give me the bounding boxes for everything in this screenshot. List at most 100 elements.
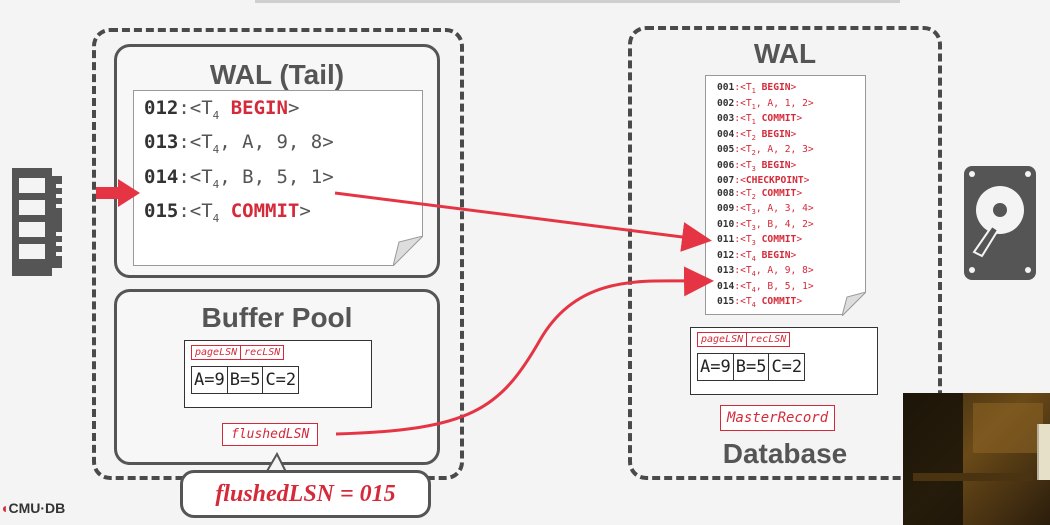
- page-fold: [392, 235, 425, 268]
- txn-id: 4: [751, 270, 756, 278]
- wal-line: 004:<T2 BEGIN>: [717, 129, 865, 145]
- commit-to-wal-arrow: [334, 191, 712, 252]
- lsn: 010: [717, 218, 735, 230]
- txn-id: 4: [212, 177, 220, 191]
- wal-line: 001:<T1 BEGIN>: [717, 82, 865, 98]
- record-keyword: BEGIN: [761, 159, 791, 171]
- lsn: 002: [717, 97, 735, 109]
- wal-tail-line: 015:<T4 COMMIT>: [144, 198, 422, 232]
- master-record-tag: MasterRecord: [720, 405, 836, 431]
- wal-line: 005:<T2, A, 2, 3>: [717, 144, 865, 160]
- record-open: :<T: [734, 203, 752, 215]
- buffer-pool-title: Buffer Pool: [201, 302, 353, 333]
- record-keyword: COMMIT: [761, 187, 797, 199]
- txn-id: 4: [212, 143, 220, 157]
- record-open: :<T: [178, 199, 213, 222]
- record-keyword: CHECKPOINT: [745, 175, 804, 186]
- record-keyword: BEGIN: [761, 82, 791, 93]
- db-page-record: pageLSN recLSN A=9 B=5 C=2: [690, 327, 878, 395]
- record-close: >: [299, 199, 311, 222]
- wal-tail-title: WAL (Tail): [209, 59, 345, 90]
- value-b: B=5: [227, 366, 264, 394]
- txn-id: 1: [751, 117, 756, 126]
- txn-id: 4: [212, 211, 220, 225]
- record-keyword: COMMIT: [761, 296, 797, 308]
- record-keyword: BEGIN: [761, 249, 791, 261]
- record-close: >: [790, 159, 797, 171]
- txn-id: 2: [751, 148, 756, 157]
- txn-id: 3: [751, 239, 756, 247]
- record-open: :<T: [178, 131, 213, 154]
- db-reclsn-label: recLSN: [747, 332, 791, 347]
- flushedlsn-to-wal-arrow: [335, 266, 714, 436]
- record-open: :<T: [734, 128, 752, 140]
- record-open: :<T: [734, 265, 752, 277]
- record-close: >: [790, 249, 797, 261]
- db-value-b: B=5: [733, 353, 770, 381]
- logo-icon: ◖: [0, 500, 9, 516]
- webcam-overlay: [903, 393, 1050, 525]
- wal-line: 015:<T4 COMMIT>: [717, 296, 865, 312]
- wal-title: WAL: [753, 38, 817, 69]
- record-open: :<T: [734, 280, 752, 292]
- txn-id: 3: [751, 208, 756, 216]
- hard-disk-icon: [964, 166, 1036, 280]
- lsn: 014: [717, 280, 735, 292]
- wal-line: 006:<T3 BEGIN>: [717, 160, 865, 176]
- wal-tail-line: 012:<T4 BEGIN>: [144, 95, 422, 129]
- wal-line: 010:<T3, B, 4, 2>: [717, 219, 865, 235]
- record-body: , B, 4, 2>: [755, 218, 814, 230]
- record-keyword: COMMIT: [230, 199, 300, 222]
- lsn: 015: [717, 296, 735, 308]
- wal-line: 008:<T2 COMMIT>: [717, 188, 865, 204]
- record-close: >: [796, 296, 803, 308]
- record-close: >: [796, 234, 803, 246]
- record-body: , A, 1, 2>: [755, 97, 814, 109]
- record-keyword: BEGIN: [761, 128, 791, 140]
- cmu-db-logo: ◖CMU·DB: [0, 500, 66, 516]
- record-open: :<T: [734, 159, 752, 171]
- txn-id: 4: [751, 254, 756, 263]
- txn-id: 2: [751, 133, 756, 142]
- lsn: 012: [144, 97, 179, 119]
- page-record: pageLSN recLSN A=9 B=5 C=2: [184, 340, 372, 408]
- record-close: >: [287, 97, 300, 119]
- lsn: 012: [717, 249, 735, 261]
- lsn: 013: [144, 131, 179, 154]
- wal-line: 009:<T3, A, 3, 4>: [717, 203, 865, 219]
- wal-page-fold: [841, 291, 868, 318]
- db-value-c: C=2: [769, 353, 806, 381]
- db-value-a: A=9: [697, 353, 734, 381]
- record-open: :<T: [734, 296, 752, 308]
- record-keyword: COMMIT: [761, 234, 797, 246]
- txn-id: 4: [212, 108, 220, 122]
- lsn: 001: [717, 82, 735, 93]
- wal-line: 007:<CHECKPOINT>: [717, 175, 865, 188]
- txn-id: 3: [751, 164, 756, 173]
- record-body: , A, 3, 4>: [755, 203, 814, 215]
- memory-chip-icon: [8, 166, 70, 278]
- record-open: :<T: [734, 187, 752, 199]
- record-open: :<T: [734, 113, 752, 124]
- lsn: 009: [717, 203, 735, 215]
- value-a: A=9: [191, 366, 228, 394]
- reclsn-label: recLSN: [241, 345, 285, 360]
- pagelsn-label: pageLSN: [191, 345, 242, 360]
- wal-line: 014:<T4, B, 5, 1>: [717, 281, 865, 297]
- record-body: , B, 5, 1>: [219, 165, 334, 188]
- lsn: 011: [717, 234, 735, 246]
- record-close: >: [790, 82, 797, 93]
- lsn: 007: [717, 175, 735, 186]
- db-pagelsn-label: pageLSN: [697, 332, 748, 347]
- database-label: Database: [722, 438, 848, 469]
- flushedlsn-callout: flushedLSN = 015: [180, 470, 431, 518]
- lsn: 014: [144, 165, 179, 188]
- record-open: :<T: [734, 218, 752, 230]
- lsn: 008: [717, 187, 735, 199]
- record-open: :<: [734, 175, 746, 186]
- top-bar: [255, 0, 900, 3]
- value-c: C=2: [263, 366, 300, 394]
- edge-slide-sliver: [1037, 424, 1050, 480]
- lsn: 006: [717, 159, 735, 171]
